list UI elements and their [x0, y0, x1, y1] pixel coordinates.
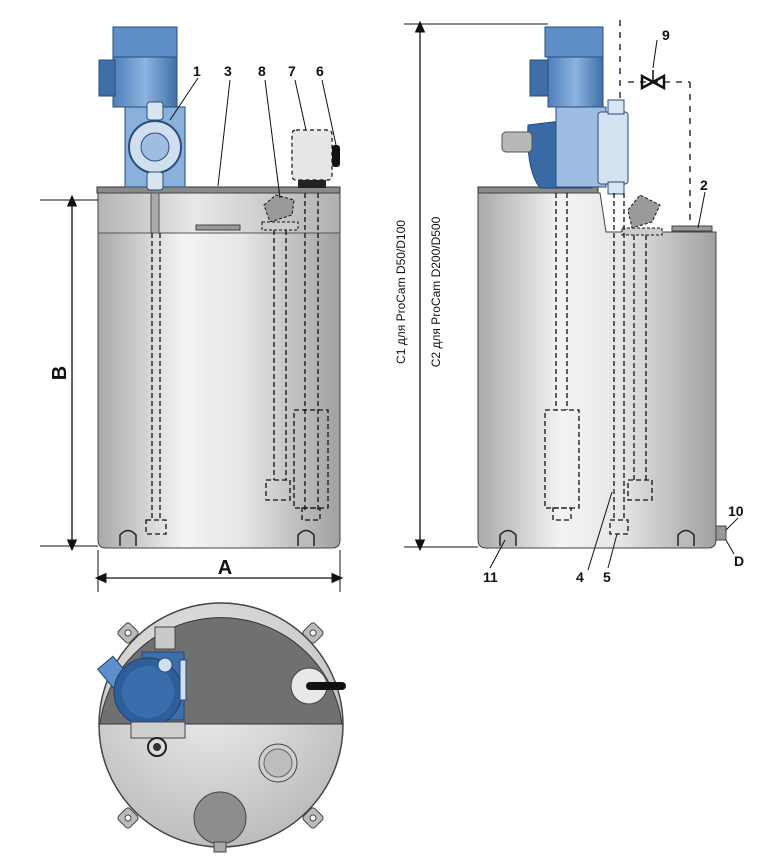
side-view: 9 2 4 5 11 10 D C1 для ProCam D50/D100 C… — [394, 20, 744, 585]
pump-motor-top — [112, 26, 178, 58]
callout-1: 1 — [193, 63, 201, 79]
outlet-label-d: D — [734, 553, 744, 569]
callout-8: 8 — [258, 63, 266, 79]
dimension-label-a: A — [218, 557, 232, 579]
callout-5: 5 — [603, 569, 611, 585]
front-view: B A 1 3 8 7 6 — [40, 26, 344, 592]
mixer-motor — [291, 129, 333, 181]
valve-symbol — [640, 73, 666, 91]
pump-motor-body — [112, 56, 178, 108]
callout-2: 2 — [700, 177, 708, 193]
top-view — [96, 602, 346, 853]
tank-foot-right — [297, 529, 315, 546]
pump-motor-terminal-box — [98, 59, 116, 97]
callout-6: 6 — [316, 63, 324, 79]
tank-foot-left — [119, 529, 137, 546]
suction-pipe-stub — [150, 192, 160, 234]
callout-11: 11 — [483, 569, 498, 585]
drain-top — [193, 791, 247, 845]
dimension-label-c1: C1 для ProCam D50/D100 — [394, 220, 408, 364]
dimension-label-c2: C2 для ProCam D200/D500 — [429, 216, 443, 367]
callout-7: 7 — [288, 63, 296, 79]
dimension-label-b: B — [49, 366, 71, 380]
outlet-pipe — [715, 525, 727, 541]
level-switch-head — [263, 194, 295, 223]
tank-body-side — [477, 192, 717, 549]
fill-cap-side — [671, 225, 713, 232]
fill-cap — [195, 224, 241, 231]
callout-10: 10 — [728, 503, 744, 519]
callout-3: 3 — [224, 63, 232, 79]
mixer-handle — [332, 145, 340, 167]
pump-motor-top-side — [544, 26, 604, 58]
callout-4: 4 — [576, 569, 584, 585]
callout-9: 9 — [662, 27, 670, 43]
tank-body-front — [97, 232, 341, 549]
